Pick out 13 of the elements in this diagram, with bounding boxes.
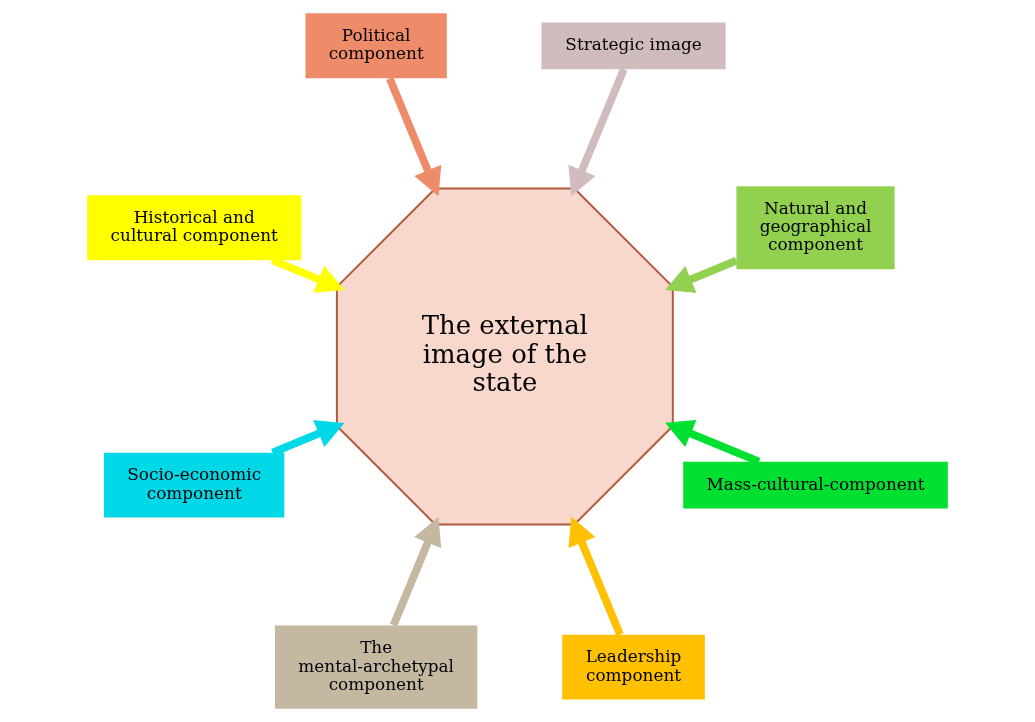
node-box: Natural and geographical component — [736, 186, 895, 270]
node-box: Political component — [305, 13, 447, 79]
arrow — [665, 257, 738, 293]
arrow — [389, 516, 442, 627]
node-box: Leadership component — [562, 634, 705, 700]
arrow — [568, 516, 624, 636]
arrow — [386, 76, 442, 197]
node-box: Strategic image — [541, 22, 726, 70]
node-box: Mass-cultural-component — [683, 461, 948, 509]
node-box: Historical and cultural component — [87, 195, 302, 261]
node-box: The mental-archetypal component — [275, 625, 478, 709]
node-box: Socio-economic component — [104, 452, 285, 518]
arrow — [568, 67, 628, 197]
